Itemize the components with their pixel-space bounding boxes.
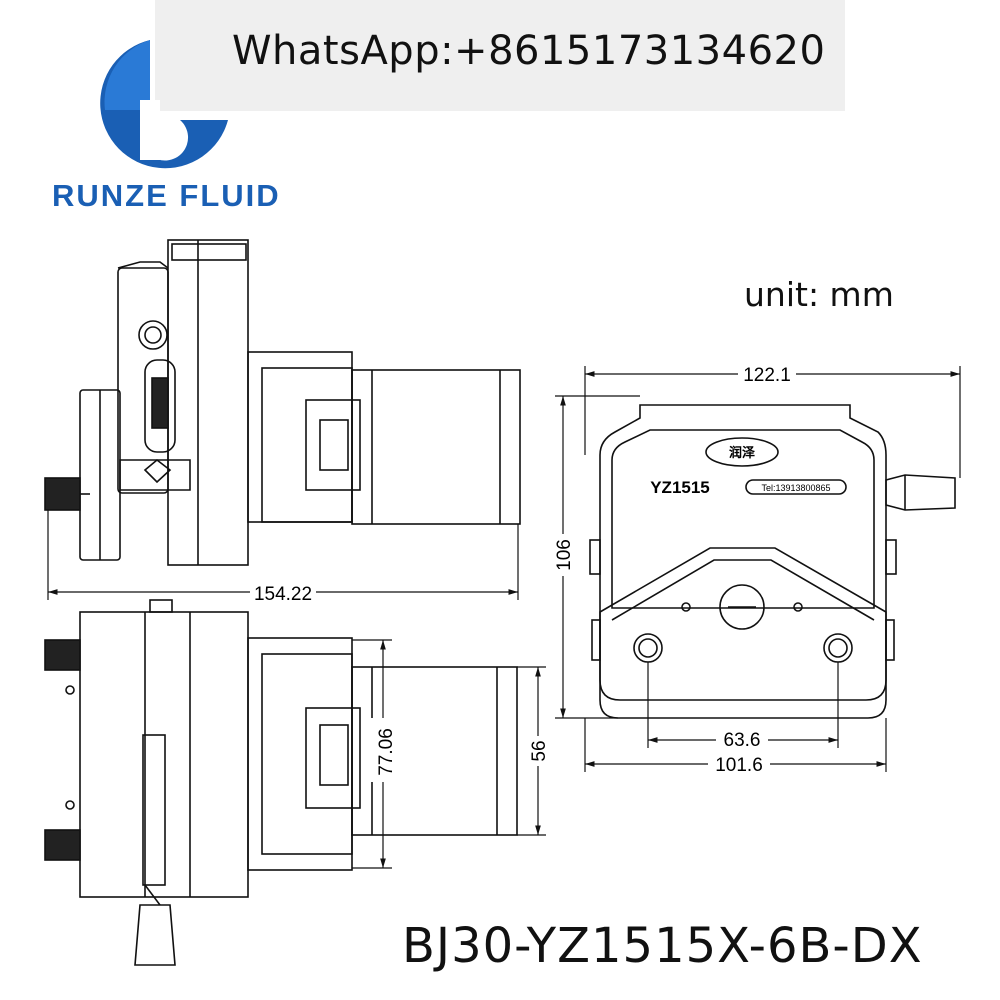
contact-banner	[155, 0, 845, 111]
dim-base-width: 101.6	[715, 755, 763, 776]
dim-height: 106	[554, 539, 575, 571]
dim-motor-mount: 77.06	[376, 728, 397, 776]
side-view-top	[44, 239, 521, 566]
dim-mount-spacing: 63.6	[724, 730, 761, 751]
chinese-brand-mark: 润泽	[729, 445, 756, 461]
tel-label: Tel:13913800865	[761, 483, 830, 493]
unit-label: unit: mm	[744, 275, 894, 314]
front-view	[589, 404, 956, 719]
model-number: BJ30-YZ1515X-6B-DX	[402, 918, 923, 974]
brand-name: RUNZE FLUID	[52, 178, 281, 213]
side-view-bottom	[44, 599, 518, 966]
runze-g-logo-icon	[100, 40, 228, 169]
whatsapp-contact: WhatsApp:+8615173134620	[232, 28, 826, 74]
pump-model-label: YZ1515	[650, 478, 710, 497]
dim-motor-width: 56	[529, 740, 550, 761]
dim-width: 122.1	[743, 365, 791, 386]
dim-total-length: 154.22	[254, 584, 312, 605]
